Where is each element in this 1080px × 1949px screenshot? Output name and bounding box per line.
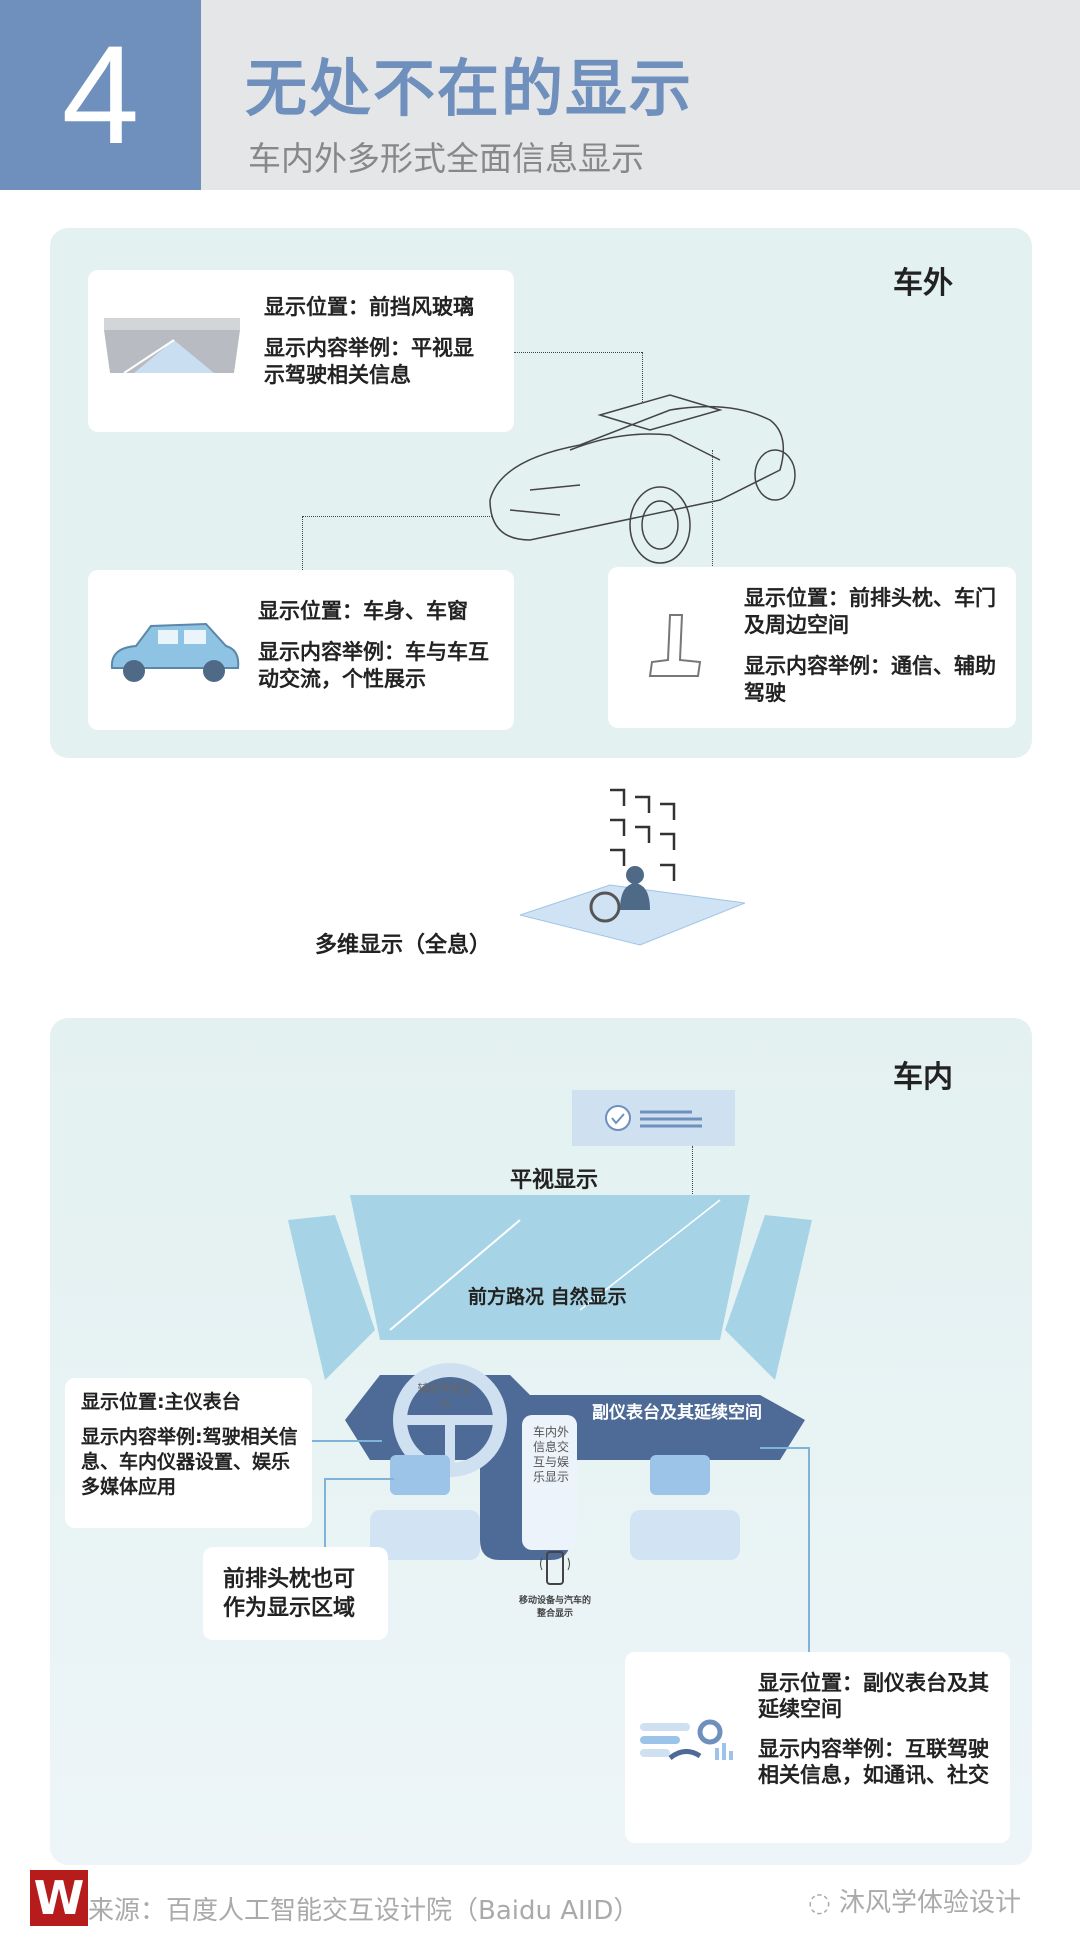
phone-icon — [540, 1551, 570, 1585]
card-main-dashboard: 显示位置:主仪表台 显示内容举例:驾驶相关信息、车内仪器设置、娱乐多媒体应用 — [65, 1378, 312, 1528]
card-position: 显示位置：车身、车窗 — [258, 599, 468, 623]
connector — [514, 352, 642, 353]
connector — [642, 352, 643, 402]
wheel-label: 辅助驾驶显示 — [417, 1382, 473, 1411]
car-icon — [110, 622, 240, 682]
card-example: 显示内容举例：通信、辅助驾驶 — [744, 654, 996, 705]
mobile-label: 移动设备与汽车的整合显示 — [518, 1596, 591, 1619]
connector — [312, 1440, 382, 1442]
connector — [324, 1478, 394, 1480]
hologram-icon — [520, 788, 745, 946]
connector — [324, 1478, 326, 1548]
page-subtitle: 车内外多形式全面信息显示 — [248, 139, 644, 178]
source-text: 来源：百度人工智能交互设计院（Baidu AIID） — [88, 1896, 640, 1926]
card-body: 显示位置：车身、车窗 显示内容举例：车与车互动交流，个性展示 — [88, 570, 514, 730]
card-front-headrest: 前排头枕也可作为显示区域 — [203, 1547, 388, 1640]
card-position: 显示位置：前挡风玻璃 — [264, 295, 474, 319]
card-example: 显示内容举例：车与车互动交流，个性展示 — [258, 640, 489, 691]
interior-label: 车内 — [893, 1060, 953, 1095]
card-passenger-dashboard: 显示位置：副仪表台及其延续空间 显示内容举例：互联驾驶相关信息，如通讯、社交 — [625, 1652, 1010, 1843]
center-label: 车内外信息交互与娱乐显示 — [533, 1425, 570, 1484]
windshield-interior — [288, 1195, 812, 1380]
seat-icon — [648, 614, 702, 677]
card-headrest-door: 显示位置：前排头枕、车门及周边空间 显示内容举例：通信、辅助驾驶 — [608, 567, 1016, 728]
card-example: 显示内容举例：平视显示驾驶相关信息 — [264, 336, 474, 387]
connector — [302, 516, 492, 517]
page-title: 无处不在的显示 — [245, 52, 694, 125]
exterior-label: 车外 — [893, 266, 953, 301]
dashboard — [345, 1363, 805, 1560]
connector — [302, 516, 303, 572]
connector — [712, 450, 713, 570]
dashboard-widgets-icon — [640, 1719, 733, 1761]
section-number: 4 — [0, 0, 201, 190]
hologram-label: 多维显示（全息） — [315, 933, 492, 958]
wechat-icon: ◌ — [808, 1888, 839, 1918]
windshield-icon — [104, 318, 240, 374]
card-position: 显示位置:主仪表台 — [81, 1391, 241, 1413]
passenger-label: 副仪表台及其延续空间 — [592, 1403, 762, 1423]
card-example: 显示内容举例:驾驶相关信息、车内仪器设置、娱乐多媒体应用 — [81, 1426, 298, 1498]
logo-icon: W — [30, 1870, 88, 1926]
hud-label: 平视显示 — [510, 1168, 599, 1193]
card-position: 显示位置：副仪表台及其延续空间 — [758, 1671, 989, 1721]
car-wireframe-icon — [489, 394, 796, 564]
windshield-label: 前方路况 自然显示 — [468, 1286, 627, 1308]
connector — [808, 1447, 810, 1652]
watermark: ◌ 沐风学体验设计 — [808, 1882, 1021, 1919]
card-example: 显示内容举例：互联驾驶相关信息，如通讯、社交 — [758, 1737, 989, 1787]
card-position: 显示位置：前排头枕、车门及周边空间 — [744, 586, 996, 637]
connector — [760, 1447, 810, 1449]
hud-icon — [572, 1090, 735, 1146]
watermark-text: 沐风学体验设计 — [838, 1888, 1021, 1918]
